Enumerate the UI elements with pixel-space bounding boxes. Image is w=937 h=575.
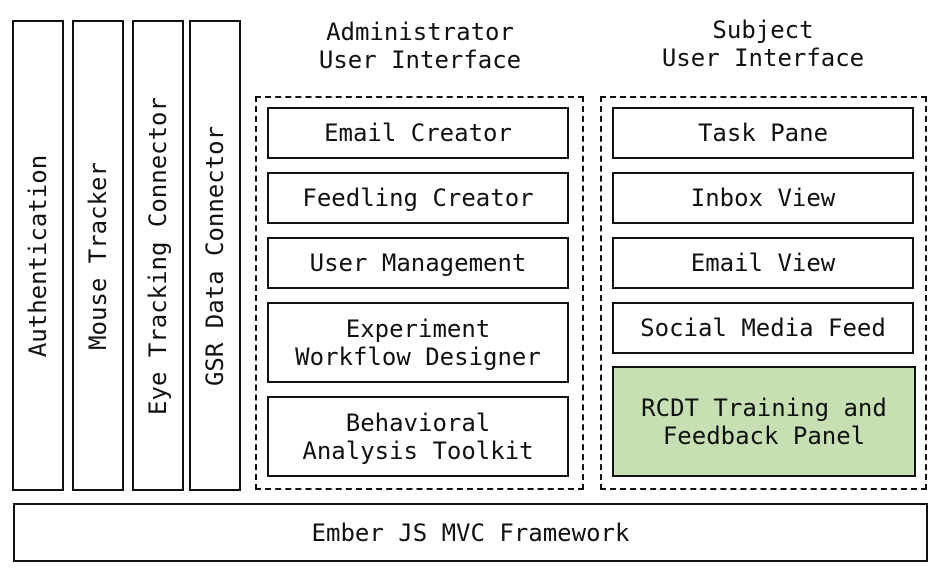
user-management-box: User Management <box>267 237 569 289</box>
behavioral-analysis-toolkit-line2: Analysis Toolkit <box>302 436 534 465</box>
task-pane-label: Task Pane <box>697 119 829 147</box>
email-creator-box: Email Creator <box>267 107 569 159</box>
gsr-data-connector-label: GSR Data Connector <box>201 125 229 386</box>
feedling-creator-label: Feedling Creator <box>302 184 534 212</box>
inbox-view-label: Inbox View <box>690 184 836 212</box>
rcdt-training-feedback-panel-box: RCDT Training and Feedback Panel <box>612 366 916 477</box>
email-creator-label: Email Creator <box>324 119 512 147</box>
email-view-box: Email View <box>612 237 914 289</box>
task-pane-box: Task Pane <box>612 107 914 159</box>
experiment-workflow-designer-line1: Experiment <box>345 314 491 343</box>
authentication-module: Authentication <box>12 20 64 491</box>
rcdt-training-feedback-panel-line1: RCDT Training and <box>641 393 887 422</box>
rcdt-training-feedback-panel-line2: Feedback Panel <box>662 421 866 450</box>
experiment-workflow-designer-line2: Workflow Designer <box>295 342 541 371</box>
ember-framework-bar: Ember JS MVC Framework <box>13 503 928 562</box>
eye-tracking-connector-module: Eye Tracking Connector <box>132 20 184 491</box>
mouse-tracker-label: Mouse Tracker <box>84 161 112 350</box>
subject-ui-group <box>600 96 927 490</box>
email-view-label: Email View <box>690 249 836 277</box>
admin-ui-heading-line1: Administrator <box>326 18 514 46</box>
experiment-workflow-designer-box: Experiment Workflow Designer <box>267 302 569 383</box>
social-media-feed-label: Social Media Feed <box>640 314 886 342</box>
admin-ui-heading: Administrator User Interface <box>255 18 585 74</box>
subject-ui-heading: Subject User Interface <box>600 16 926 72</box>
feedling-creator-box: Feedling Creator <box>267 172 569 224</box>
user-management-label: User Management <box>309 249 527 277</box>
behavioral-analysis-toolkit-box: Behavioral Analysis Toolkit <box>267 396 569 477</box>
inbox-view-box: Inbox View <box>612 172 914 224</box>
social-media-feed-box: Social Media Feed <box>612 302 914 354</box>
subject-ui-heading-line2: User Interface <box>661 44 865 72</box>
mouse-tracker-module: Mouse Tracker <box>72 20 124 491</box>
eye-tracking-connector-label: Eye Tracking Connector <box>144 96 172 415</box>
admin-ui-heading-line2: User Interface <box>318 46 522 74</box>
authentication-label: Authentication <box>24 154 52 357</box>
ember-framework-label: Ember JS MVC Framework <box>311 518 630 547</box>
admin-ui-group <box>255 96 584 490</box>
subject-ui-heading-line1: Subject <box>712 16 814 44</box>
gsr-data-connector-module: GSR Data Connector <box>189 20 241 491</box>
behavioral-analysis-toolkit-line1: Behavioral <box>345 408 491 437</box>
